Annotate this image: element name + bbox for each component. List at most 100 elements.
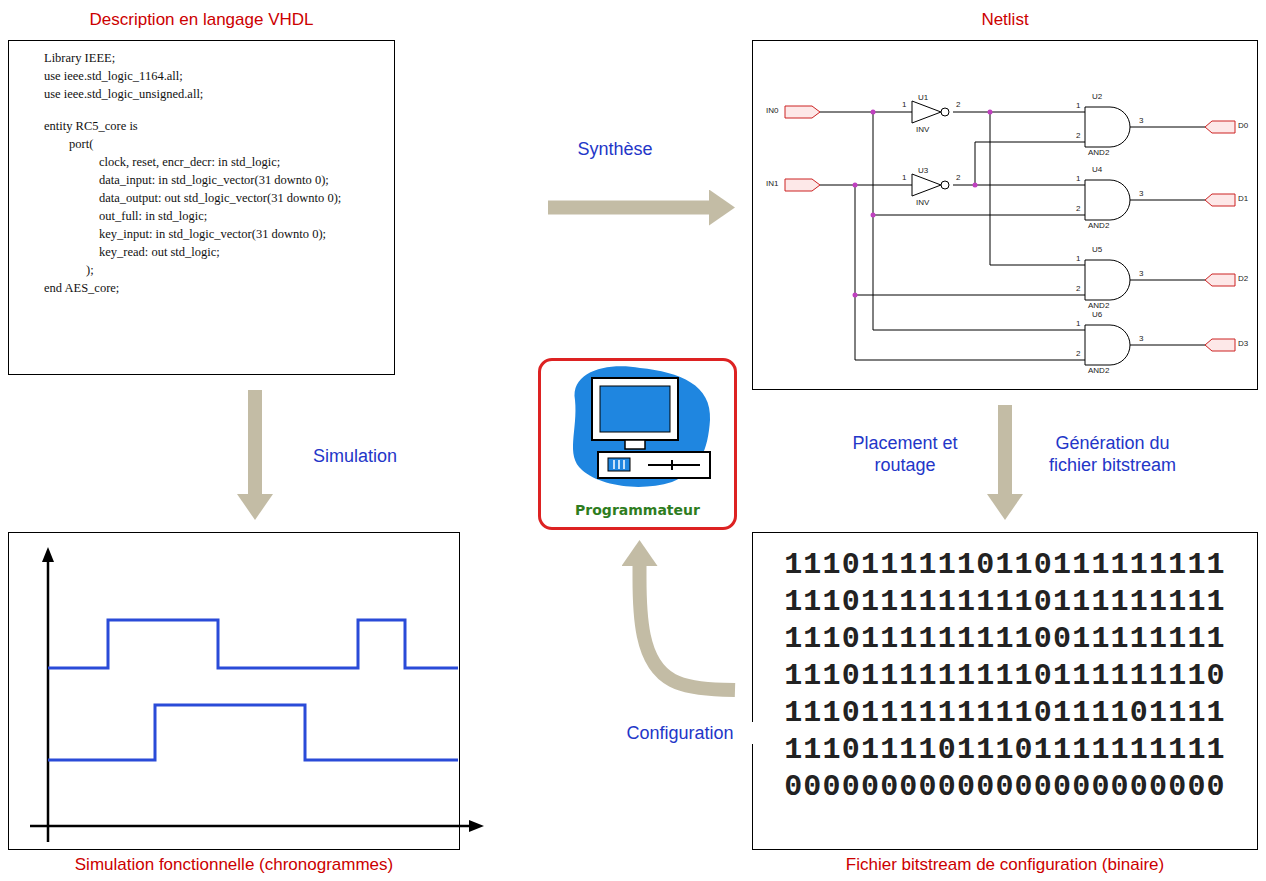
bitstream-line: 11101111111110111111110 <box>769 658 1241 695</box>
panel-heading: Simulation fonctionnelle (chronogrammes) <box>8 853 460 877</box>
wire <box>855 185 1085 360</box>
computer-case <box>598 452 710 478</box>
flow-step-label: Synthèse <box>545 138 685 160</box>
inverter-symbol <box>912 101 949 196</box>
wire <box>873 112 1085 330</box>
input-port <box>785 179 820 191</box>
part-name: U3 <box>918 167 928 175</box>
wire <box>1130 127 1205 128</box>
bitstream-line: 00000000000000000000000 <box>769 769 1241 806</box>
part-name: U6 <box>1092 311 1102 319</box>
flow-arrow <box>548 201 709 215</box>
flow-step-label: Configuration <box>605 722 755 744</box>
junction-dot <box>853 110 993 298</box>
axis-arrowhead <box>469 820 484 832</box>
panel-heading: Netlist <box>752 8 1258 32</box>
monitor-screen <box>600 386 670 432</box>
wire <box>1130 200 1205 201</box>
bitstream-panel: 1110111111011011111111111101111111110111… <box>752 532 1258 877</box>
and-gate-symbol <box>1085 260 1130 300</box>
part-type: AND2 <box>1088 222 1109 230</box>
output-port <box>1205 339 1235 351</box>
part-name: U5 <box>1092 246 1102 254</box>
bitstream-line: 11101111111110111101111 <box>769 695 1241 732</box>
chart-axis <box>30 825 470 828</box>
wire <box>1130 345 1205 346</box>
input-port <box>785 106 820 118</box>
inverter-symbol <box>912 174 941 196</box>
wire <box>975 142 1085 185</box>
and-gate-symbol <box>1085 180 1130 220</box>
port-name: D1 <box>1238 195 1248 203</box>
output-port <box>1205 274 1235 286</box>
code-line: ); <box>86 261 384 279</box>
panel-frame <box>752 40 1258 390</box>
axis-arrowhead <box>42 547 54 562</box>
inverter-symbol <box>912 101 941 123</box>
port-name: D0 <box>1238 122 1248 130</box>
port-name: IN1 <box>766 180 778 188</box>
pin-number: 1 <box>902 174 906 182</box>
flow-step-label: Simulation <box>295 445 415 467</box>
simulation-panel: Simulation fonctionnelle (chronogrammes) <box>8 532 460 877</box>
code-line: key_input: in std_logic_vector(31 downto… <box>99 225 384 243</box>
code-panel: Description en langage VHDLLibrary IEEE;… <box>8 8 395 375</box>
port-name: IN0 <box>766 107 778 115</box>
panel-frame <box>8 532 460 850</box>
pin-number: 1 <box>902 101 906 109</box>
panel-frame: Library IEEE;use ieee.std_logic_1164.all… <box>8 40 395 375</box>
panel-heading: Fichier bitstream de configuration (bina… <box>752 853 1258 877</box>
pin-number: 2 <box>1076 132 1080 140</box>
flow-arrow <box>640 566 736 690</box>
wire <box>820 112 1205 360</box>
flow-step-label: Placement et routage <box>845 432 965 476</box>
wire <box>990 112 1085 265</box>
drive-slot <box>614 460 624 469</box>
port-name: D3 <box>1238 340 1248 348</box>
pin-number: 2 <box>1076 350 1080 358</box>
wire <box>873 215 1085 216</box>
output-port <box>1205 121 1235 133</box>
bitstream-line: 11101111011101111111111 <box>769 732 1241 769</box>
pin-number: 3 <box>1139 270 1143 278</box>
flow-step-label: Génération du fichier bitstream <box>1030 432 1195 476</box>
inverter-symbol <box>941 181 949 189</box>
part-type: INV <box>916 126 929 134</box>
junction-dot <box>871 110 876 115</box>
wire <box>820 112 912 113</box>
bitstream-line: 11101111111110011111111 <box>769 621 1241 658</box>
part-type: AND2 <box>1088 302 1109 310</box>
netlist-panel: Netlist <box>752 8 1258 390</box>
and-gate-symbol <box>1085 325 1130 365</box>
panel-frame: Programmateur <box>538 358 737 530</box>
flow-arrow <box>248 390 262 494</box>
pin-number: 3 <box>1139 117 1143 125</box>
junction-dot <box>853 293 858 298</box>
pin-number: 2 <box>956 174 960 182</box>
bitstream-line: 11101111111110111111111 <box>769 584 1241 621</box>
monitor-stand <box>625 440 645 449</box>
pin-number: 1 <box>1076 255 1080 263</box>
pin-number: 1 <box>1076 102 1080 110</box>
code-line: clock, reset, encr_decr: in std_logic; <box>99 153 384 171</box>
code-line: data_input: in std_logic_vector(31 downt… <box>99 171 384 189</box>
code-line: use ieee.std_logic_1164.all; <box>44 67 384 85</box>
input-port <box>785 106 820 191</box>
code-line: use ieee.std_logic_unsigned.all; <box>44 85 384 103</box>
pin-number: 1 <box>1076 175 1080 183</box>
output-port <box>1205 121 1235 351</box>
code-line: out_full: in std_logic; <box>99 207 384 225</box>
pin-number: 3 <box>1139 190 1143 198</box>
code-line: entity RC5_core is <box>44 117 384 135</box>
waveform <box>48 620 458 668</box>
junction-dot <box>988 110 993 115</box>
junction-dot <box>973 183 978 188</box>
pin-number: 2 <box>1076 205 1080 213</box>
part-type: AND2 <box>1088 367 1109 375</box>
drive-slot <box>648 460 700 470</box>
output-port <box>1205 194 1235 206</box>
netlist-schematic <box>785 101 1235 365</box>
computer-icon <box>573 366 710 487</box>
pin-number: 2 <box>956 101 960 109</box>
